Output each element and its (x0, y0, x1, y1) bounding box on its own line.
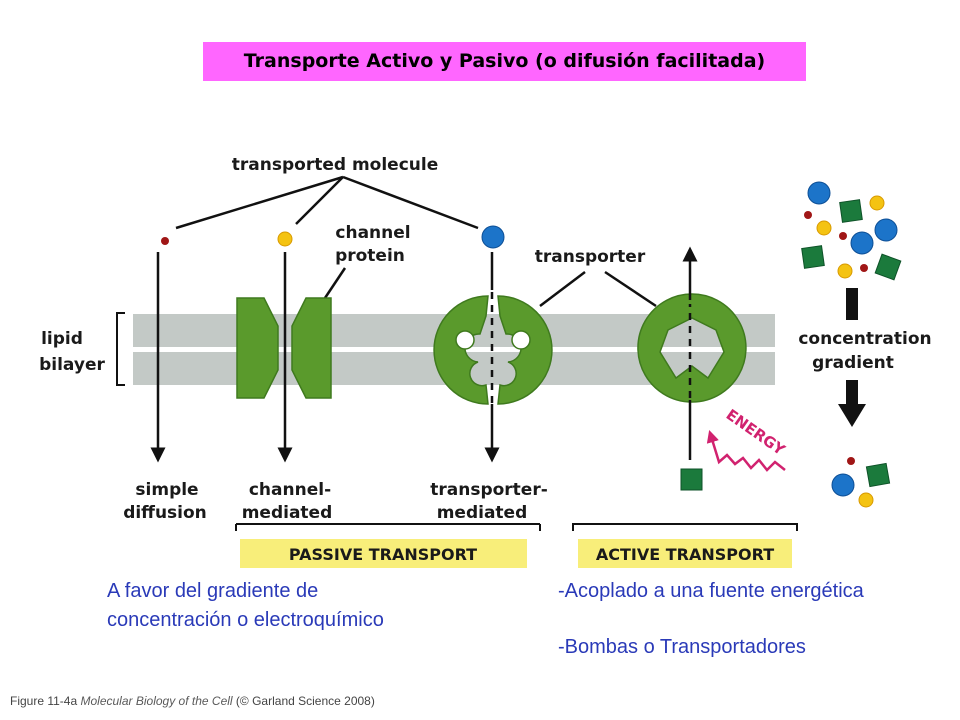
gradient-label: gradient (812, 353, 894, 373)
passive-transport-label: PASSIVE TRANSPORT (289, 545, 477, 564)
low-concentration-cluster (831, 457, 891, 508)
yellow-molecule (277, 231, 293, 247)
channel-protein (236, 297, 332, 399)
transporter-mediated-label-1: transporter- (430, 480, 548, 500)
caption-credit: (© Garland Science 2008) (235, 694, 375, 708)
protein-label: protein (335, 246, 405, 266)
active-note-line-1: -Acoplado a una fuente energética (558, 580, 864, 602)
passive-note-line-1: A favor del gradiente de (107, 580, 319, 602)
green-square-molecule (680, 468, 703, 491)
slide-title: Transporte Activo y Pasivo (o difusión f… (203, 42, 806, 81)
active-transport-label: ACTIVE TRANSPORT (596, 545, 774, 564)
energy-label: ENERGY (723, 406, 790, 460)
diffusion-arrows (150, 252, 500, 463)
lipid-label: lipid (41, 329, 83, 349)
caption-book: Molecular Biology of the Cell (80, 694, 233, 708)
gradient-arrow-bottom-bar (846, 380, 858, 408)
transporter-label: transporter (535, 247, 646, 267)
active-transporter (637, 293, 747, 403)
energy-zigzag (706, 430, 786, 472)
active-note-line-2: -Bombas o Transportadores (558, 636, 806, 658)
channel-mediated-label-2: mediated (242, 503, 333, 523)
channel-mediated-label-1: channel- (249, 480, 331, 500)
transported-molecule-label: transported molecule (232, 155, 438, 175)
small-red-molecule (161, 237, 169, 245)
active-transport-box (578, 539, 792, 568)
caption-figure: Figure 11-4a (10, 694, 78, 708)
channel-label: channel (335, 223, 410, 243)
high-concentration-cluster (801, 181, 902, 281)
gradient-arrow-top-bar (846, 288, 858, 320)
gradient-arrowhead (838, 404, 866, 427)
concentration-label: concentration (798, 329, 931, 349)
passive-transport-box (240, 539, 527, 568)
figure-caption: Figure 11-4a Molecular Biology of the Ce… (10, 694, 375, 708)
blue-molecule (481, 225, 505, 249)
active-note: -Acoplado a una fuente energética -Bomba… (558, 577, 864, 662)
transporter-pointer-lines (539, 270, 657, 308)
diffusion-label: diffusion (123, 503, 207, 523)
passive-note-line-2: concentración o electroquímico (107, 609, 384, 631)
passive-transporter (433, 295, 553, 405)
active-bracket (572, 523, 798, 531)
bilayer-label: bilayer (39, 355, 105, 375)
passive-note: A favor del gradiente de concentración o… (107, 577, 384, 635)
molecule-pointer-lines (175, 175, 479, 230)
simple-label: simple (135, 480, 198, 500)
bilayer-bracket (116, 312, 125, 386)
transporter-mediated-label-2: mediated (437, 503, 528, 523)
passive-bracket (235, 523, 541, 531)
channel-pointer-line (323, 267, 347, 299)
